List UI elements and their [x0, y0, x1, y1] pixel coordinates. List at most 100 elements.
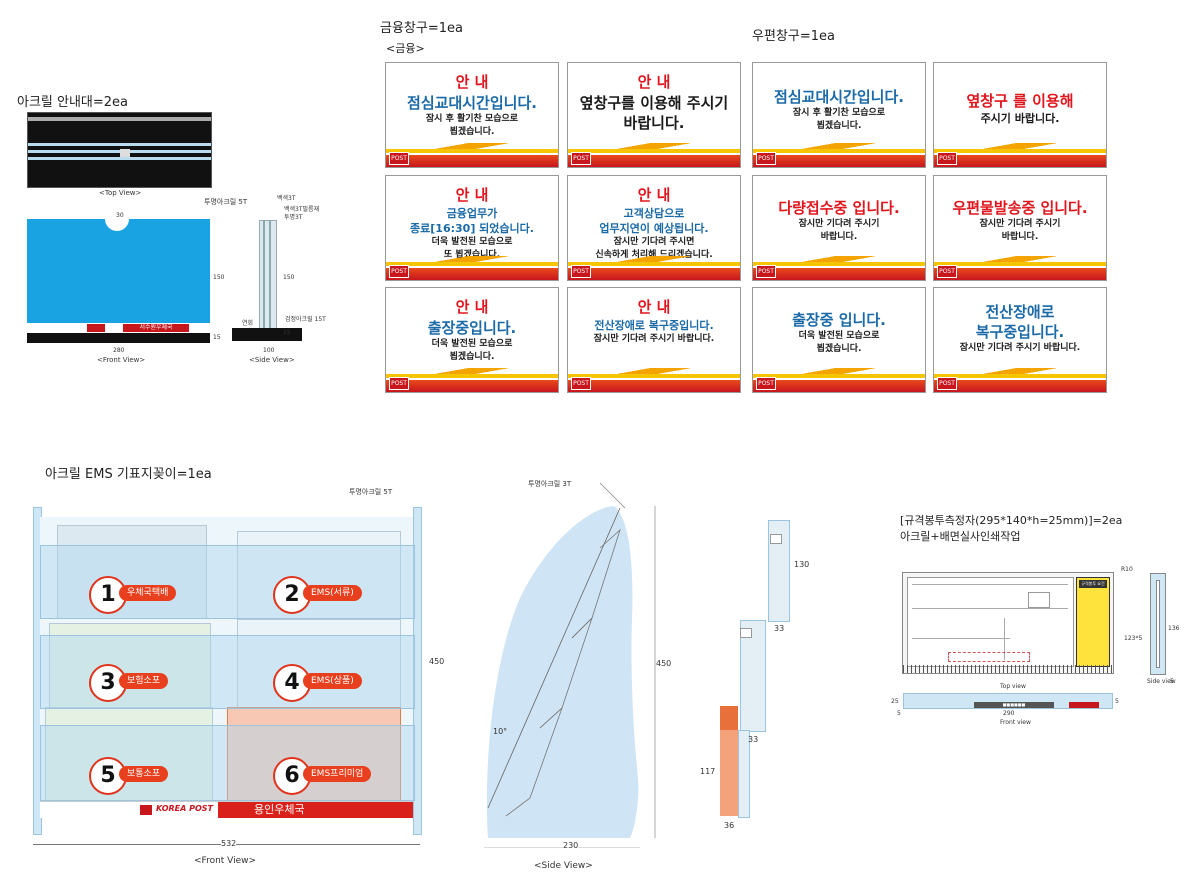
acrylic-guide-title: 아크릴 안내대=2ea [17, 95, 129, 110]
sign-text-line: 잠시 후 활기찬 모습으로 [792, 108, 886, 118]
sign-text-line: 잠시만 기다려 주시기 [979, 219, 1061, 229]
top-view-drawing [27, 112, 212, 188]
sign-text-line: 바랍니다. [1001, 232, 1039, 242]
sign-text-line: 출장중 입니다. [792, 311, 886, 329]
sign-text-line: 안 내 [637, 186, 671, 204]
pocket-dim-d: 117 [700, 767, 716, 776]
sign-text-line: 옆창구를 이용해 주시기 [579, 94, 729, 112]
sign-text-line: 우편물발송중 입니다. [952, 199, 1088, 217]
side-label-1: 백색3T [277, 195, 296, 202]
ruler-title: [규격봉투측정자(295*140*h=25mm)]=2ea [900, 514, 1123, 527]
ems-side-angle: 10° [493, 727, 508, 736]
slot-1-label: 우체국택배 [119, 585, 177, 601]
side-clear-acrylic-label: 투명아크릴 5T [204, 198, 248, 206]
ruler-side-view [1150, 573, 1166, 675]
sign-text-line: 뵙겠습니다. [449, 352, 495, 362]
sign-text-line: 더욱 발전된 모습으로 [798, 331, 880, 341]
postal-window-title: 우편창구=1ea [752, 29, 835, 44]
sign-text-line: 뵙겠습니다. [816, 121, 862, 131]
side-view-drawing [232, 220, 302, 346]
ruler-right-dim: 5 [1115, 698, 1119, 705]
ems-holder-front: 1 우체국택배 2 EMS(서류) 3 보험소포 4 EMS(상품) 5 보통소… [33, 507, 422, 835]
pocket-dim-b: 33 [774, 624, 785, 633]
sign-text-line: 안 내 [455, 298, 489, 316]
front-width-dim: 280 [113, 347, 125, 354]
ruler-top-caption: Top view [1000, 683, 1026, 690]
slot-4-label: EMS(상품) [303, 673, 362, 689]
front-view-caption: <Front View> [97, 356, 146, 364]
side-label-4: 검정아크릴 15T [285, 316, 326, 323]
side-label-3: 투명3T [284, 214, 303, 221]
sign-text-line: 안 내 [455, 73, 489, 91]
front-notch-dim: 30 [116, 212, 124, 219]
ems-holder-title: 아크릴 EMS 기표지꽂이=1ea [45, 467, 212, 482]
slot-3-label: 보험소포 [119, 673, 169, 689]
sign-text-line: 더욱 발전된 모습으로 [431, 339, 513, 349]
ruler-subtitle: 아크릴+배면실사인쇄작업 [900, 530, 1021, 543]
sign-text-line: 전산장애로 복구중입니다. [594, 319, 714, 332]
ruler-top-view: 규격봉투 요건 [902, 572, 1114, 674]
sign-text-line: 금융업무가 [446, 207, 498, 220]
sign-text-line: 다량접수중 입니다. [778, 199, 900, 217]
slot-2-number: 2 [273, 576, 311, 614]
slot-5-label: 보통소포 [119, 766, 169, 782]
side-height-dim: 150 [283, 274, 295, 281]
top-view-caption: <Top View> [99, 189, 142, 197]
side-view-caption: <Side View> [249, 356, 295, 364]
ems-side-caption: <Side View> [534, 861, 593, 871]
sign-text-line: 바랍니다. [820, 232, 858, 242]
ruler-left-dim: 5 [897, 710, 901, 717]
ems-width-dim: 532 [221, 839, 237, 848]
sign-text-line: 잠시만 기다려 주시기 바랍니다. [959, 343, 1081, 353]
side-label-2: 백색3T필름재 [284, 206, 320, 213]
ruler-slot-dim: 123*5 [1124, 635, 1143, 642]
sign-text-line: 안 내 [637, 73, 671, 91]
sign-text-line: 바랍니다. [623, 114, 685, 132]
side-label-5: 연회 [242, 320, 254, 327]
ruler-panel-title: 규격봉투 요건 [1079, 580, 1107, 588]
office-name: 용인우체국 [218, 802, 413, 818]
sign-text-line: 옆창구 를 이용해 [966, 92, 1074, 110]
sign-text-line: 잠시 후 활기찬 모습으로 [425, 114, 519, 124]
ruler-radius: R10 [1121, 566, 1133, 573]
slot-2-label: EMS(서류) [303, 585, 362, 601]
sign-text-line: 복구중입니다. [975, 323, 1065, 341]
front-height-dim: 150 [213, 274, 225, 281]
sign-text-line: 업무지연이 예상됩니다. [599, 222, 709, 235]
korea-post-brand: KOREA POST [156, 804, 213, 813]
ruler-front-caption: Front view [1000, 719, 1031, 726]
sign-text-line: 잠시만 기다려 주시면 [613, 237, 695, 247]
sign-text-line: 신속하게 처리해 드리겠습니다. [595, 250, 713, 260]
pocket-dim-e: 36 [724, 821, 735, 830]
ruler-width-dim: 290 [1003, 710, 1015, 717]
sign-text-line: 안 내 [455, 186, 489, 204]
ruler-side-caption: Side view [1147, 678, 1176, 685]
ruler-front-height: 25 [891, 698, 899, 705]
front-view-drawing: 서수원우체국 [27, 207, 210, 343]
ems-side-clear-label: 투명아크릴 3T [528, 480, 572, 488]
sign-text-line: 또 뵙겠습니다. [443, 250, 501, 260]
sign-text-line: 더욱 발전된 모습으로 [431, 237, 513, 247]
ruler-thickness-dim: 5 [1170, 678, 1174, 685]
side-base-dim: 15 [283, 329, 291, 336]
slot-6-label: EMS프리미엄 [303, 766, 372, 782]
sign-text-line: 종료[16:30] 되었습니다. [410, 222, 534, 235]
sign-text-line: 잠시만 기다려 주시기 바랍니다. [593, 334, 715, 344]
ems-side-height-dim: 450 [656, 659, 672, 668]
sign-text-line: 안 내 [637, 298, 671, 316]
side-width-dim: 100 [263, 347, 275, 354]
finance-window-sub: <금융> [386, 42, 425, 55]
ems-front-caption: <Front View> [194, 856, 257, 866]
sign-text-line: 전산장애로 [985, 303, 1055, 321]
pocket-dim-c: 33 [748, 735, 759, 744]
sign-text-line: 출장중입니다. [427, 319, 517, 337]
